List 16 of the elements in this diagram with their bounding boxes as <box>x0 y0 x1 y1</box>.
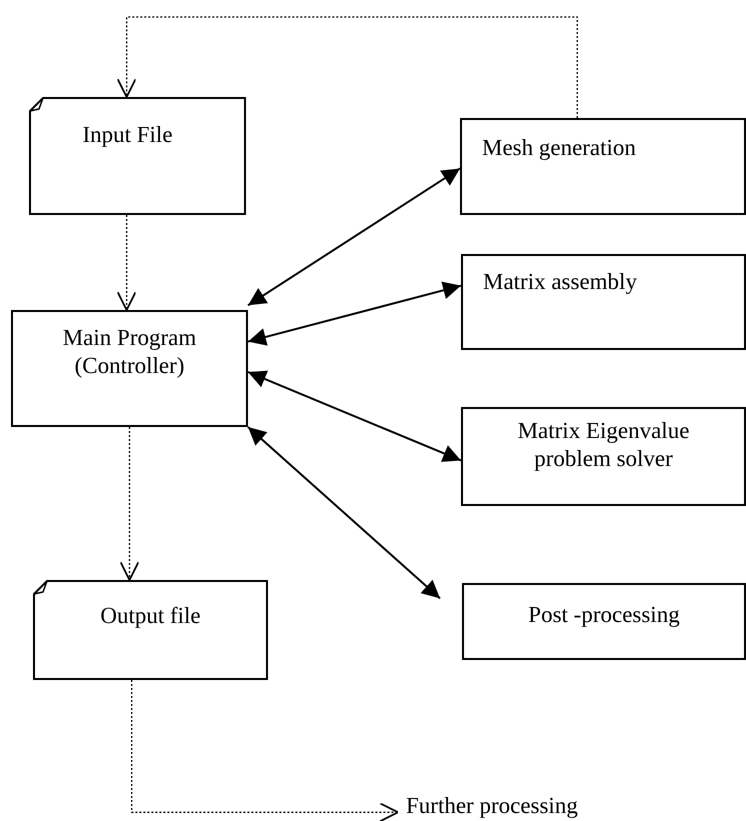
process-box: Main Program (Controller) <box>11 310 248 427</box>
file-shape: Input File <box>29 97 246 215</box>
file-shape: Output file <box>33 580 268 680</box>
process-box: Matrix Eigenvalue problem solver <box>461 407 746 506</box>
dotted-arrow <box>120 427 140 581</box>
process-box: Mesh generation <box>460 118 746 215</box>
dotted-arrow <box>116 215 137 311</box>
process-box: Post -processing <box>462 583 746 660</box>
double-arrow <box>248 282 462 346</box>
double-arrow <box>247 168 461 306</box>
dotted-arrow <box>116 16 578 118</box>
double-arrow <box>247 426 441 600</box>
process-box: Matrix assembly <box>461 254 746 350</box>
node-text: Further processing <box>398 792 608 821</box>
dotted-arrow <box>131 680 399 821</box>
double-arrow <box>248 370 462 462</box>
